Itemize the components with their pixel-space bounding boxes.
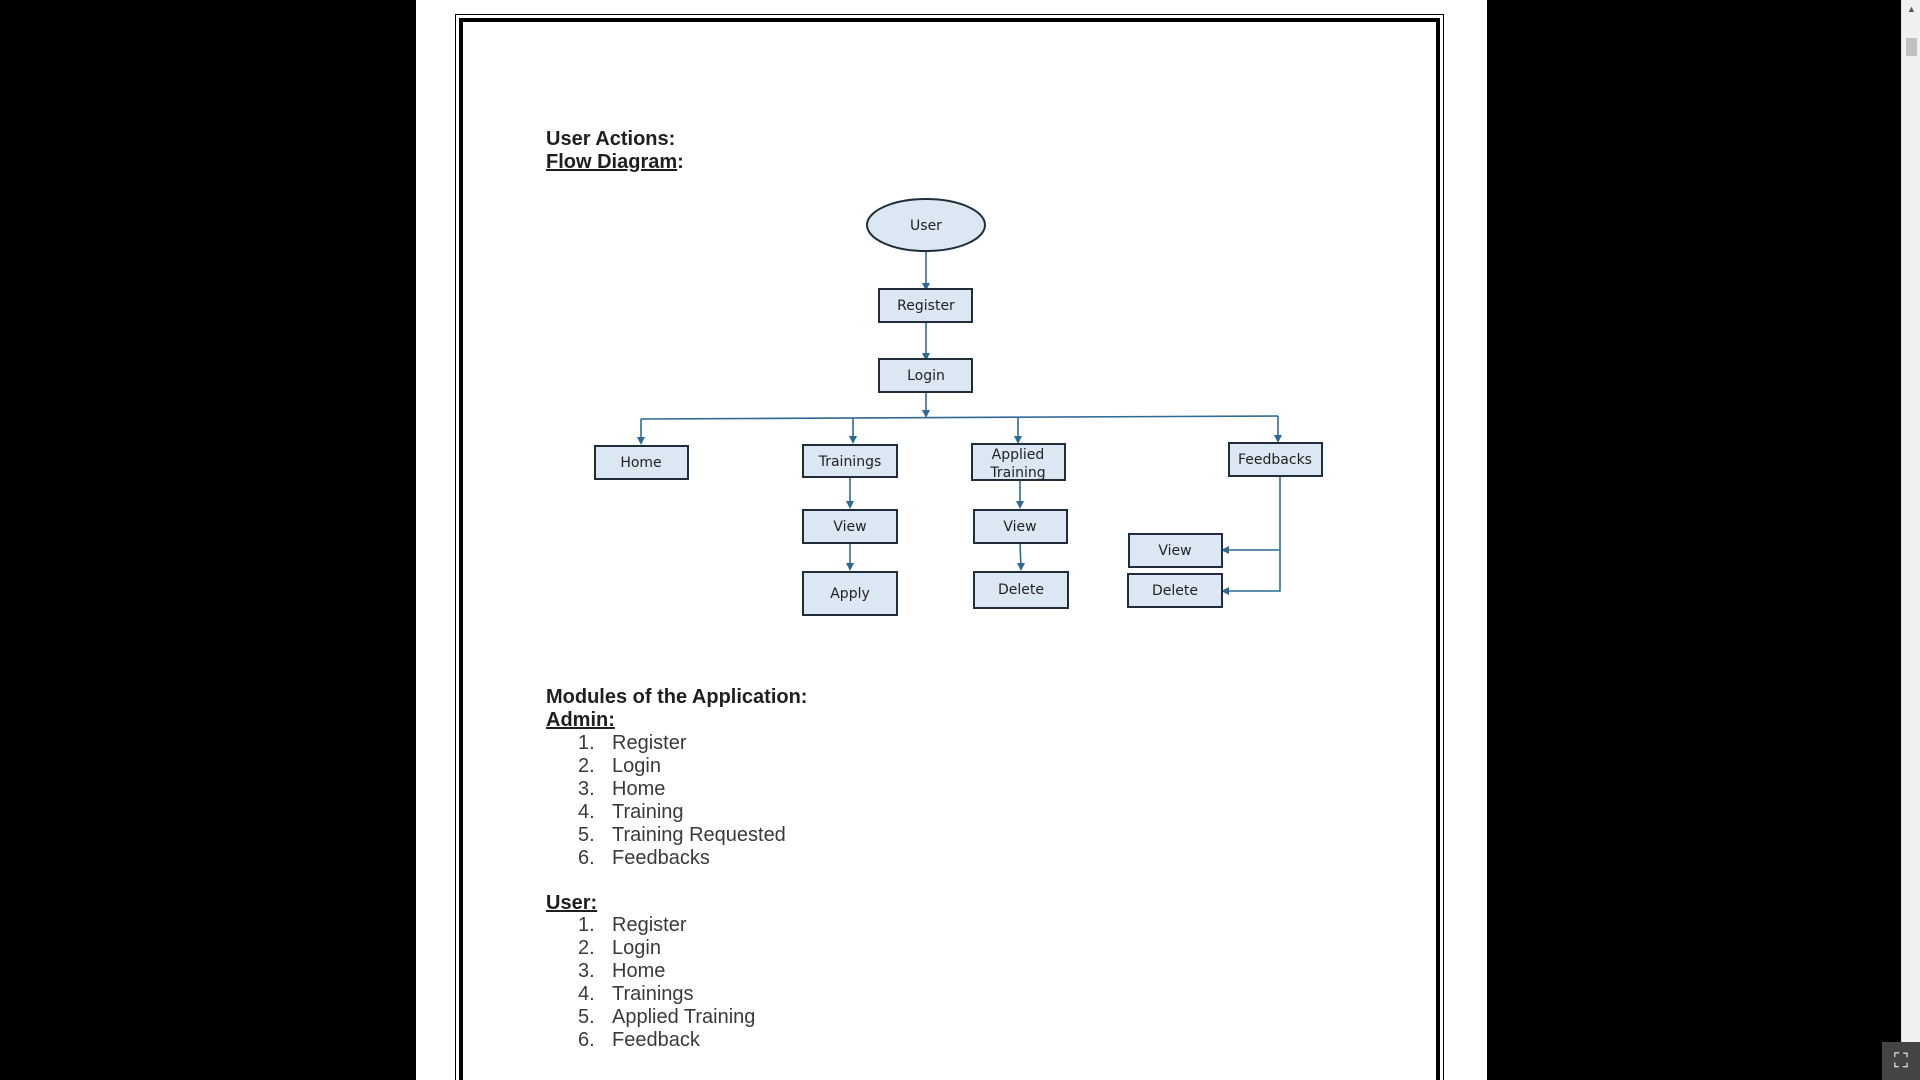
list-item: 5. Applied Training xyxy=(578,1006,755,1029)
node-applied-training-label-2: Training xyxy=(989,465,1045,481)
node-login xyxy=(878,358,973,393)
connector-feedbacks-delete xyxy=(1223,476,1281,592)
node-trainings-view xyxy=(802,509,898,544)
node-feedbacks-view-label: View xyxy=(1158,543,1191,559)
node-login-label: Login xyxy=(907,368,945,384)
admin-module-list: 1. Register 2. Login 3. Home 4. Training 5. T… xyxy=(578,732,786,870)
arrow-trainings xyxy=(849,436,857,444)
page-border xyxy=(455,14,1444,1080)
list-item: 4. Training xyxy=(578,801,786,824)
node-applied-view-label: View xyxy=(1003,519,1036,535)
arrow-bus xyxy=(922,410,930,418)
node-user xyxy=(866,198,986,252)
node-applied-view xyxy=(973,509,1068,544)
node-home xyxy=(594,445,689,480)
arrow-trainings-view xyxy=(846,501,854,509)
exit-fullscreen-icon[interactable]: ⛶ xyxy=(1882,1042,1920,1080)
list-item-text: Register xyxy=(612,914,687,936)
heading-modules: Modules of the Application: xyxy=(546,686,808,708)
list-item-text: Home xyxy=(612,960,666,982)
list-item: 5. Training Requested xyxy=(578,824,786,847)
arrow-applied xyxy=(1014,436,1022,444)
list-item-number: 2. xyxy=(578,755,595,777)
arrow-feedbacks xyxy=(1274,435,1282,443)
heading-flow-diagram: Flow Diagram: xyxy=(546,151,684,174)
list-item-text: Home xyxy=(612,778,666,800)
node-home-label: Home xyxy=(620,455,661,471)
list-item: 2. Login xyxy=(578,937,755,960)
node-trainings-apply-label: Apply xyxy=(830,586,870,602)
list-item-text: Login xyxy=(612,755,661,777)
scrollbar-thumb[interactable] xyxy=(1906,38,1917,56)
list-item-number: 3. xyxy=(578,960,595,982)
connector-bus xyxy=(640,415,1279,420)
list-item: 6. Feedbacks xyxy=(578,847,786,870)
arrowheads xyxy=(637,283,1282,595)
node-feedbacks-delete xyxy=(1127,573,1223,608)
list-item: 1. Register xyxy=(578,732,786,755)
arrow-feedbacks-delete xyxy=(1221,587,1229,595)
node-applied-training xyxy=(971,443,1066,481)
node-user-label: User xyxy=(910,218,942,234)
list-item-number: 4. xyxy=(578,801,595,823)
node-register xyxy=(878,288,973,323)
list-item-text: Register xyxy=(612,732,687,754)
arrow-apply xyxy=(846,563,854,571)
list-item: 3. Home xyxy=(578,778,786,801)
scroll-up-arrow-icon[interactable]: ▲ xyxy=(1907,4,1916,14)
list-item-number: 1. xyxy=(578,914,595,936)
list-item-number: 3. xyxy=(578,778,595,800)
list-item-number: 5. xyxy=(578,1006,595,1028)
list-item-number: 5. xyxy=(578,824,595,846)
list-item: 4. Trainings xyxy=(578,983,755,1006)
list-item-text: Feedbacks xyxy=(612,847,710,869)
list-item-text: Applied Training xyxy=(612,1006,756,1028)
list-item-text: Login xyxy=(612,937,661,959)
heading-flow-diagram-colon: : xyxy=(677,151,684,173)
list-item-number: 4. xyxy=(578,983,595,1005)
arrow-feedbacks-view xyxy=(1221,546,1229,554)
heading-flow-diagram-text: Flow Diagram xyxy=(546,151,678,173)
arrow-login xyxy=(922,353,930,361)
list-item-text: Feedback xyxy=(612,1029,700,1051)
node-feedbacks-label: Feedbacks xyxy=(1238,452,1312,468)
heading-user: User: xyxy=(546,892,598,914)
list-item: 3. Home xyxy=(578,960,755,983)
node-applied-delete-label: Delete xyxy=(998,582,1044,598)
heading-user-actions: User Actions: xyxy=(546,128,676,150)
node-trainings-apply xyxy=(802,571,898,616)
node-applied-delete xyxy=(973,571,1069,609)
arrow-applied-view xyxy=(1016,501,1024,509)
node-trainings xyxy=(802,444,898,478)
list-item-number: 6. xyxy=(578,847,595,869)
node-applied-training-label-1: Applied xyxy=(992,447,1045,463)
list-item-text: Training Requested xyxy=(612,824,786,846)
vertical-scrollbar[interactable]: ▲ xyxy=(1901,0,1920,1080)
arrow-home xyxy=(637,437,645,445)
list-item: 2. Login xyxy=(578,755,786,778)
arrow-register xyxy=(922,283,930,291)
node-trainings-view-label: View xyxy=(833,519,866,535)
node-feedbacks-view xyxy=(1128,533,1223,568)
list-item-text: Training xyxy=(612,801,684,823)
arrow-applied-delete xyxy=(1017,563,1025,571)
node-feedbacks-delete-label: Delete xyxy=(1152,583,1198,599)
list-item-number: 1. xyxy=(578,732,595,754)
flow-diagram: User Register Login Home Trainings Appli… xyxy=(594,198,1323,616)
list-item-number: 6. xyxy=(578,1029,595,1051)
document-page: User Actions: Flow Diagram: xyxy=(416,0,1487,1080)
node-trainings-label: Trainings xyxy=(818,454,882,470)
list-item: 1. Register xyxy=(578,914,755,937)
heading-admin: Admin: xyxy=(546,709,615,731)
node-feedbacks xyxy=(1228,442,1323,477)
user-module-list: 1. Register 2. Login 3. Home 4. Trainings 5.… xyxy=(578,914,755,1052)
list-item: 6. Feedback xyxy=(578,1029,755,1052)
node-register-label: Register xyxy=(897,298,955,314)
list-item-text: Trainings xyxy=(612,983,694,1005)
list-item-number: 2. xyxy=(578,937,595,959)
